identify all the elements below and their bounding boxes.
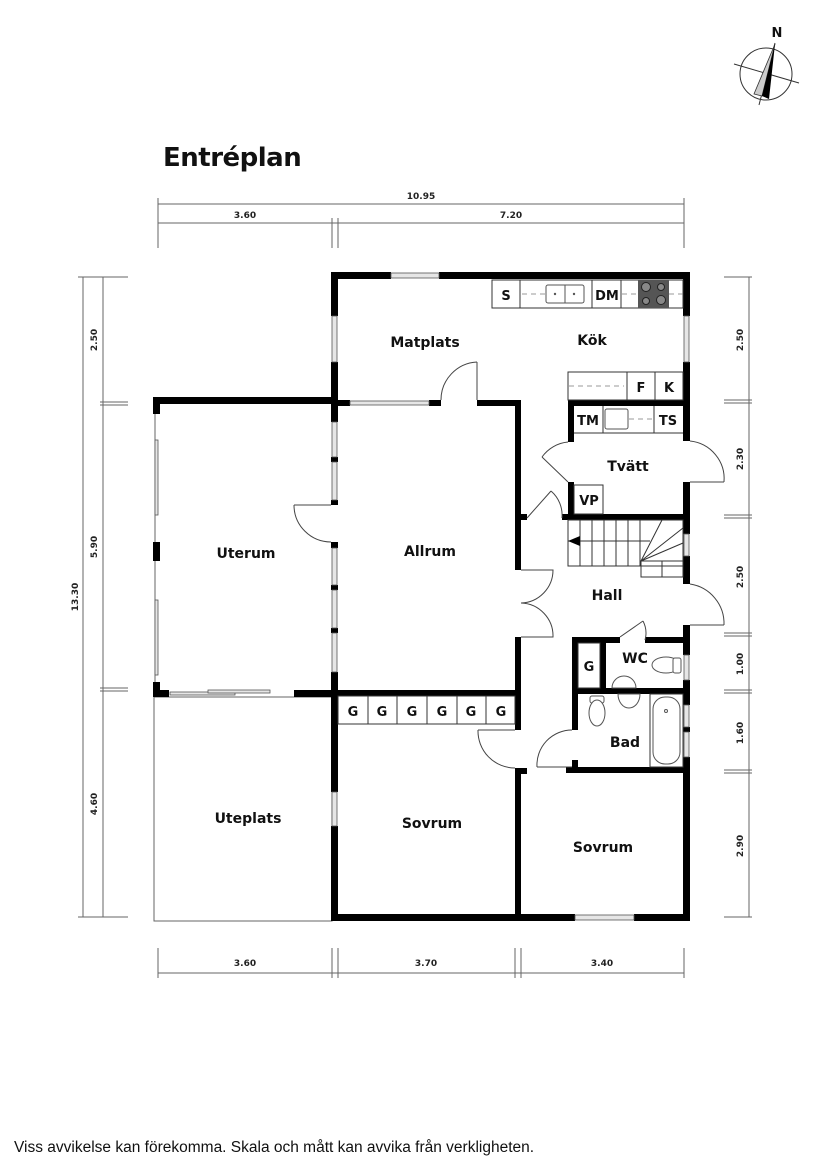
room-labels: Matplats Kök Tvätt Uterum Allrum Hall WC… [215,333,649,856]
dim-bottom-3: 3.40 [591,959,613,969]
doors [293,361,725,769]
stair-arrow-icon [568,536,580,546]
label-dm: DM [595,289,619,304]
sink-icon [545,284,585,304]
closet-label: G [466,705,477,720]
bottom-dimensions: 3.60 3.70 3.40 [157,948,685,978]
label-tm: TM [577,414,599,429]
compass: N [733,26,800,106]
bathroom-fixtures: G [577,642,684,768]
dim-left-2: 5.90 [90,536,100,558]
dim-right-4: 1.00 [736,653,746,675]
room-sovrum-2: Sovrum [573,840,633,856]
top-dimensions: 10.95 3.60 7.20 [157,192,685,248]
dim-left-1: 2.50 [90,329,100,351]
dim-right-2: 2.30 [736,448,746,470]
dim-right-5: 1.60 [736,722,746,744]
disclaimer: Viss avvikelse kan förekomma. Skala och … [14,1139,535,1156]
room-allrum: Allrum [404,544,456,560]
dim-top-right: 7.20 [500,211,522,221]
room-hall: Hall [592,588,623,604]
room-tvatt: Tvätt [607,459,649,475]
label-vp: VP [579,494,599,509]
dim-left-3: 4.60 [90,793,100,815]
dim-bottom-1: 3.60 [234,959,256,969]
dim-bottom-2: 3.70 [415,959,437,969]
dim-right-3: 2.50 [736,566,746,588]
room-uteplats: Uteplats [215,811,282,827]
label-s: S [501,289,510,304]
bad-sink-icon [617,693,641,709]
room-wc: WC [622,651,648,667]
dim-right-6: 2.90 [736,835,746,857]
bathtub-icon [649,693,684,768]
utility-sink-icon [604,408,629,430]
room-sovrum-1: Sovrum [402,816,462,832]
staircase [567,519,684,578]
compass-label: N [772,26,783,41]
room-kok: Kök [577,333,607,349]
room-matplats: Matplats [390,335,459,351]
closet-label: G [377,705,388,720]
dim-left-total: 13.30 [71,583,81,611]
wc-sink-icon [611,675,637,689]
laundry-fixtures: TM TS VP [573,406,683,515]
kitchen-counters: S DM F K [491,279,684,401]
closet-label: G [437,705,448,720]
label-ts: TS [659,414,677,429]
windows [154,272,690,921]
room-uterum: Uterum [216,546,275,562]
walls [153,272,690,921]
closet-label: G [407,705,418,720]
closet-label: G [348,705,359,720]
left-dimensions: 13.30 2.50 5.90 4.60 [71,276,128,918]
dim-top-total: 10.95 [407,192,435,202]
label-f: F [637,381,646,396]
stove-icon [638,280,669,308]
toilet-icon [651,656,682,674]
floor-title: Entréplan [163,143,302,173]
room-bad: Bad [610,735,640,751]
label-g-hall: G [584,660,595,675]
dim-right-1: 2.50 [736,329,746,351]
dim-top-left: 3.60 [234,211,256,221]
right-dimensions: 2.50 2.30 2.50 1.00 1.60 2.90 [724,276,752,918]
bad-toilet-icon [588,695,606,727]
closets: G G G G G G [337,695,516,725]
label-k: K [664,381,675,396]
uteplats-outline [153,696,333,922]
closet-label: G [496,705,507,720]
